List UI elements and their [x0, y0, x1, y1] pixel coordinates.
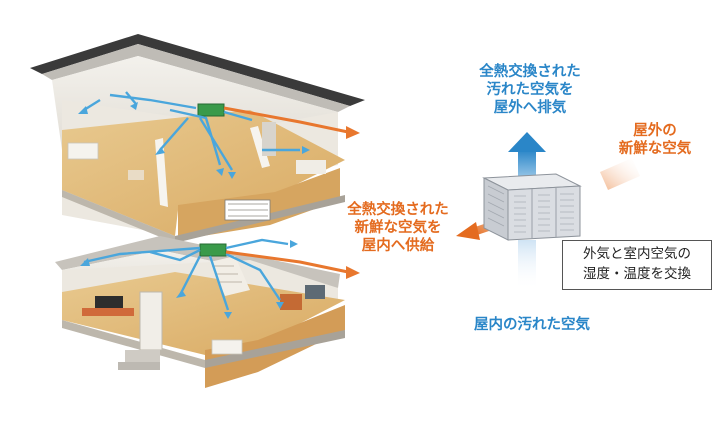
upper-ventilation-unit: [197, 103, 225, 117]
lower-blue-airflow: [83, 238, 289, 311]
upper-orange-airflow: [223, 106, 360, 139]
exhaust-label-line-3: 屋外へ排気: [493, 100, 567, 116]
supply-label-line-2: 新鮮な空気を: [354, 220, 442, 236]
exhaust-label-line-1: 全熱交換された: [479, 64, 581, 80]
indoor-dirty-air-label: 屋内の汚れた空気: [462, 316, 602, 334]
exhaust-label: 全熱交換された 汚れた空気を 屋外へ排気: [470, 63, 590, 117]
roof: [30, 34, 365, 106]
supply-label-line-1: 全熱交換された: [347, 202, 449, 218]
exchange-callout: 外気と室内空気の 湿度・温度を交換: [562, 240, 712, 290]
indoor-dirty-air-text: 屋内の汚れた空気: [474, 317, 590, 333]
fresh-air-stream: [600, 158, 640, 190]
upper-blue-airflow: [83, 91, 300, 171]
heat-exchanger-core: [482, 173, 582, 241]
house-upper-floor: [30, 34, 365, 243]
lower-ventilation-unit: [199, 243, 227, 257]
fresh-outdoor-label: 屋外の 新鮮な空気: [610, 122, 700, 158]
fresh-outdoor-label-line-2: 新鮮な空気: [618, 141, 692, 157]
exhaust-label-line-2: 汚れた空気を: [486, 82, 574, 98]
supply-label-line-3: 屋内へ供給: [361, 238, 435, 254]
fresh-outdoor-label-line-1: 屋外の: [633, 123, 677, 139]
indoor-dirty-air-stream: [518, 240, 536, 290]
supply-label: 全熱交換された 新鮮な空気を 屋内へ供給: [338, 201, 458, 255]
callout-line-1: 外気と室内空気の: [583, 246, 691, 262]
callout-line-2: 湿度・温度を交換: [583, 266, 691, 282]
lower-orange-airflow: [225, 250, 360, 279]
